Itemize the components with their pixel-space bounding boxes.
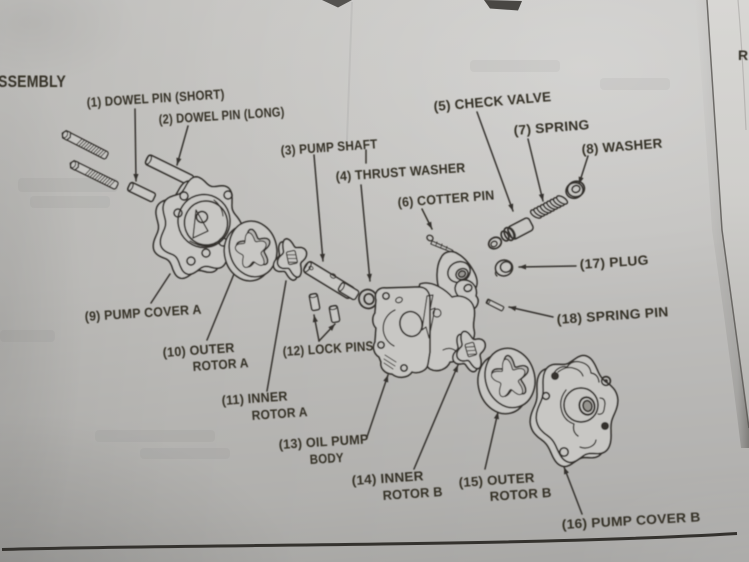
svg-text:(2) DOWEL PIN (LONG): (2) DOWEL PIN (LONG) bbox=[158, 104, 285, 127]
svg-text:BODY: BODY bbox=[309, 450, 344, 467]
svg-text:(3) PUMP SHAFT: (3) PUMP SHAFT bbox=[280, 136, 378, 158]
svg-text:(17) PLUG: (17) PLUG bbox=[579, 252, 649, 272]
svg-text:(8) WASHER: (8) WASHER bbox=[581, 136, 663, 157]
svg-text:ROTOR B: ROTOR B bbox=[382, 484, 443, 503]
svg-text:(13) OIL PUMP: (13) OIL PUMP bbox=[278, 431, 369, 452]
svg-text:(6) COTTER PIN: (6) COTTER PIN bbox=[397, 187, 495, 210]
svg-text:(12) LOCK PINS: (12) LOCK PINS bbox=[282, 338, 374, 359]
svg-text:R: R bbox=[738, 47, 748, 63]
svg-text:(4) THRUST WASHER: (4) THRUST WASHER bbox=[335, 160, 466, 184]
svg-text:(18) SPRING PIN: (18) SPRING PIN bbox=[556, 304, 669, 327]
svg-text:ROTOR A: ROTOR A bbox=[192, 355, 249, 374]
svg-text:(15) OUTER: (15) OUTER bbox=[458, 470, 535, 490]
svg-text:(1) DOWEL PIN (SHORT): (1) DOWEL PIN (SHORT) bbox=[86, 86, 225, 110]
svg-text:(10) OUTER: (10) OUTER bbox=[162, 340, 235, 360]
svg-text:ROTOR B: ROTOR B bbox=[489, 485, 552, 504]
svg-text:SSEMBLY: SSEMBLY bbox=[0, 73, 66, 91]
svg-text:(7) SPRING: (7) SPRING bbox=[513, 117, 590, 138]
svg-text:(14) INNER: (14) INNER bbox=[351, 468, 424, 488]
svg-text:(11) INNER: (11) INNER bbox=[221, 388, 288, 408]
svg-text:(5) CHECK VALVE: (5) CHECK VALVE bbox=[433, 89, 552, 114]
svg-text:(9) PUMP COVER A: (9) PUMP COVER A bbox=[84, 302, 202, 324]
svg-text:ROTOR A: ROTOR A bbox=[251, 404, 308, 423]
